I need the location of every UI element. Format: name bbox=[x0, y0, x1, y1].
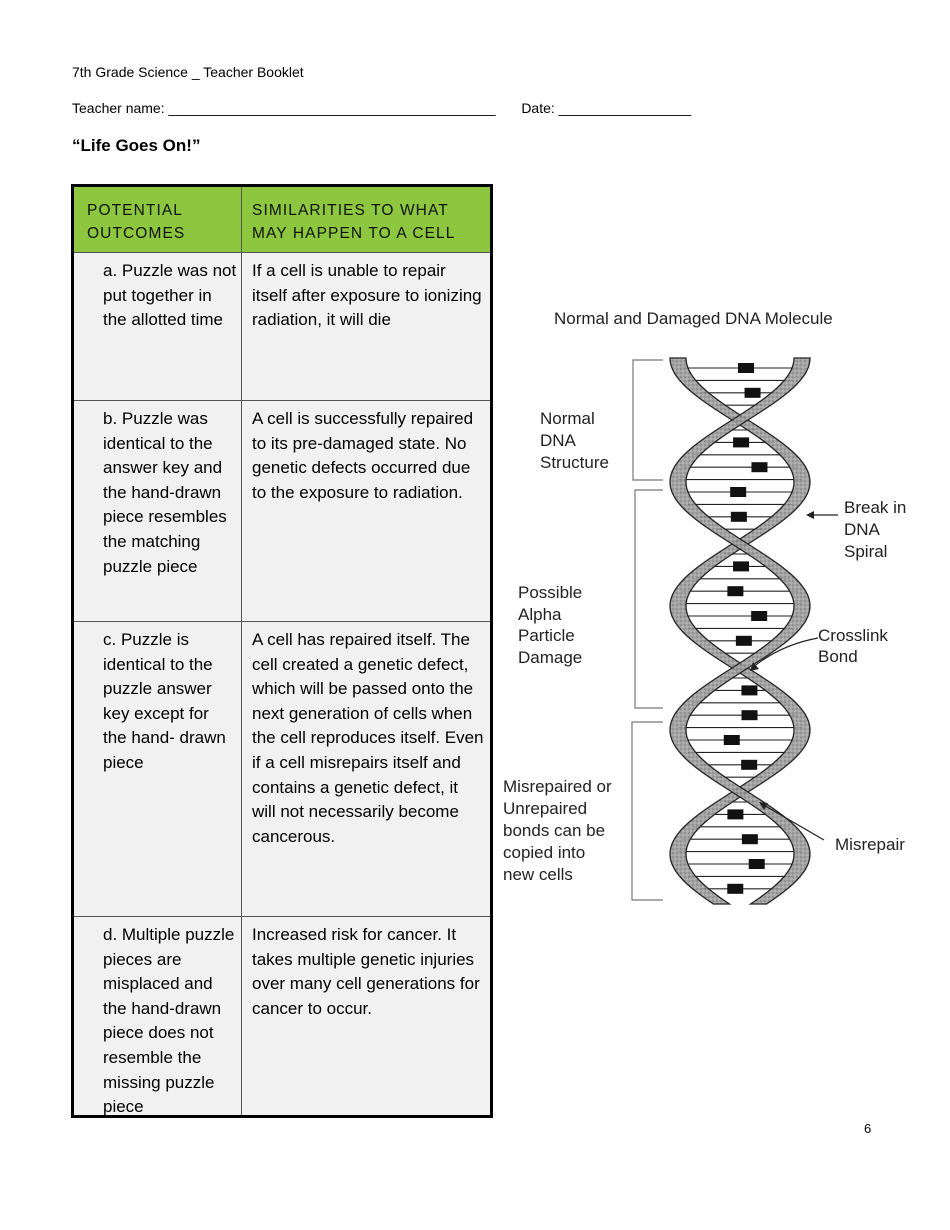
base-block bbox=[727, 586, 744, 597]
svg-text:Misrepaired or: Misrepaired or bbox=[503, 777, 612, 796]
page-number: 6 bbox=[864, 1121, 872, 1136]
similarity-cell: A cell is successfully repaired to its p… bbox=[252, 409, 474, 502]
svg-text:Break in: Break in bbox=[844, 498, 906, 517]
break-label: Break in DNA Spiral bbox=[844, 498, 906, 561]
table-row: a. Puzzle was not put together in the al… bbox=[74, 252, 490, 400]
similarity-cell: A cell has repaired itself. The cell cre… bbox=[252, 630, 484, 846]
bracket-normal bbox=[632, 359, 663, 481]
misrepair-label: Misrepair bbox=[835, 835, 905, 854]
teacher-date-line: Teacher name: __________________________… bbox=[72, 100, 792, 116]
base-block bbox=[727, 809, 744, 820]
base-block bbox=[723, 735, 740, 745]
svg-text:bonds can be: bonds can be bbox=[503, 821, 605, 840]
base-block bbox=[751, 611, 768, 621]
dna-helix bbox=[669, 357, 811, 905]
svg-text:Crosslink: Crosslink bbox=[818, 626, 888, 645]
table-row: c. Puzzle is identical to the puzzle ans… bbox=[74, 621, 490, 916]
crosslink-label: Crosslink Bond bbox=[818, 626, 888, 666]
worksheet-title: “Life Goes On!” bbox=[72, 136, 201, 155]
base-block bbox=[730, 487, 747, 497]
svg-text:Normal: Normal bbox=[540, 409, 595, 428]
base-block bbox=[741, 834, 758, 845]
base-block bbox=[735, 635, 752, 646]
svg-text:DNA: DNA bbox=[540, 431, 577, 450]
teacher-name-label: Teacher name: bbox=[72, 100, 165, 116]
svg-text:Structure: Structure bbox=[540, 453, 609, 472]
base-block bbox=[741, 685, 758, 696]
table-row: b. Puzzle was identical to the answer ke… bbox=[74, 400, 490, 621]
svg-text:Spiral: Spiral bbox=[844, 542, 887, 561]
normal-dna-label: Normal DNA Structure bbox=[540, 409, 609, 472]
misrepaired-bonds-label: Misrepaired or Unrepaired bonds can be c… bbox=[503, 777, 612, 884]
bracket-alpha bbox=[634, 489, 663, 709]
base-block bbox=[744, 387, 761, 398]
teacher-name-blank[interactable]: ________________________________________… bbox=[168, 100, 496, 116]
svg-text:Particle: Particle bbox=[518, 626, 575, 645]
booklet-title: 7th Grade Science _ Teacher Booklet bbox=[72, 64, 304, 80]
base-block bbox=[751, 462, 768, 473]
header-potential-outcomes: POTENTIAL OUTCOMES bbox=[74, 187, 242, 252]
svg-text:DNA: DNA bbox=[844, 520, 881, 539]
base-block bbox=[730, 511, 747, 522]
base-block bbox=[738, 363, 755, 373]
table-row: d. Multiple puzzle pieces are misplaced … bbox=[74, 916, 490, 1115]
svg-text:Damage: Damage bbox=[518, 648, 582, 667]
similarity-cell: If a cell is unable to repair itself aft… bbox=[252, 261, 482, 330]
base-block bbox=[733, 561, 750, 572]
bracket-misrepaired bbox=[631, 721, 663, 901]
figure-title: Normal and Damaged DNA Molecule bbox=[554, 309, 833, 328]
base-block bbox=[741, 759, 758, 770]
outcome-cell: c. Puzzle is identical to the puzzle ans… bbox=[74, 622, 242, 916]
base-block bbox=[727, 883, 744, 894]
header-similarities: SIMILARITIES TO WHAT MAY HAPPEN TO A CEL… bbox=[252, 202, 456, 242]
annotation-arrows bbox=[750, 511, 838, 841]
svg-text:Possible: Possible bbox=[518, 583, 582, 602]
base-block bbox=[733, 437, 750, 448]
svg-text:Alpha: Alpha bbox=[518, 605, 562, 624]
svg-text:Bond: Bond bbox=[818, 647, 858, 666]
dna-backbone-strand bbox=[669, 357, 811, 905]
outcome-cell: d. Multiple puzzle pieces are misplaced … bbox=[74, 917, 242, 1115]
table-header-row: POTENTIAL OUTCOMES SIMILARITIES TO WHAT … bbox=[74, 187, 490, 252]
svg-text:Unrepaired: Unrepaired bbox=[503, 799, 587, 818]
svg-text:new cells: new cells bbox=[503, 865, 573, 884]
outcome-cell: a. Puzzle was not put together in the al… bbox=[74, 253, 242, 400]
similarity-cell: Increased risk for cancer. It takes mult… bbox=[252, 925, 480, 1018]
svg-text:copied into: copied into bbox=[503, 843, 585, 862]
outcomes-table: POTENTIAL OUTCOMES SIMILARITIES TO WHAT … bbox=[71, 184, 493, 1118]
base-block bbox=[741, 710, 758, 721]
alpha-damage-label: Possible Alpha Particle Damage bbox=[518, 583, 582, 667]
date-label: Date: bbox=[521, 100, 555, 116]
dna-diagram: Normal and Damaged DNA Molecule Normal D… bbox=[503, 309, 906, 905]
base-block bbox=[748, 859, 765, 869]
outcome-cell: b. Puzzle was identical to the answer ke… bbox=[74, 401, 242, 621]
date-blank[interactable]: _________________ bbox=[558, 100, 692, 116]
